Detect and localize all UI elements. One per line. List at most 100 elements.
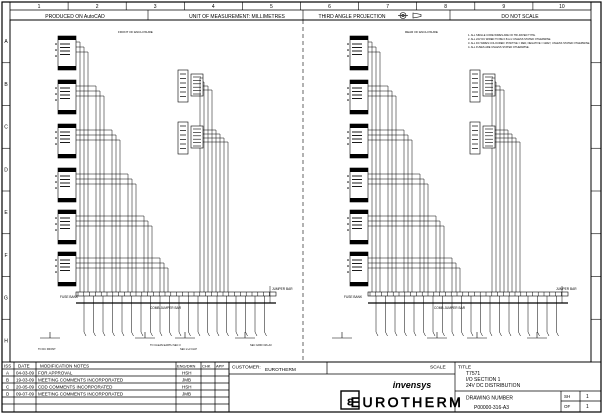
row-marker: B (4, 82, 8, 88)
column-marker: 3 (154, 4, 157, 10)
title-line-2: I/O SECTION 1 (466, 377, 501, 383)
rev-date: 09-07-09 (16, 392, 35, 397)
svg-text:ε: ε (347, 394, 353, 409)
rev-iss: D (6, 392, 10, 397)
psu-module (55, 79, 77, 115)
comb-jumper-label-left: COMB JUMPER BAR (150, 306, 182, 310)
rev-eng: JMB (182, 392, 191, 397)
note-2: 2. ALL 24V DC WIRED TO BE 0.5mm² UNLESS … (468, 37, 551, 41)
produced-label: PRODUCED ON AutoCAD (45, 14, 105, 20)
rev-notes: MEETING COMMENTS INCORPORATED (38, 392, 124, 397)
logo-text: EUROTHERM (351, 394, 464, 410)
distribution-block (177, 69, 204, 103)
title-line-3: 24V DC DISTRIBUTION (466, 383, 521, 389)
row-marker: D (4, 167, 8, 173)
title-label: TITLE (458, 365, 471, 371)
drawing-number: P00000-316-A3 (474, 405, 509, 411)
psu-module (55, 209, 77, 245)
bottom-label-2: TO CLEAN EARTH SEC 3 (150, 343, 181, 347)
note-3: 3. ALL DC WIRES COLOURED: POSITIVE = RED… (468, 41, 590, 45)
psu-module (347, 209, 369, 245)
of-number: 1 (586, 404, 589, 410)
column-marker: 8 (444, 4, 447, 10)
right-distribution-diagram (332, 35, 569, 339)
rev-iss: B (6, 378, 9, 383)
rev-date: 04-03-09 (16, 371, 35, 376)
title-block (1, 361, 602, 413)
fuse-bank (75, 291, 277, 297)
psu-module (347, 35, 369, 71)
note-4: 4. ALL FUSES ARE UNLESS STATED OTHERWISE… (468, 45, 530, 49)
customer-label: CUSTOMER: (232, 365, 261, 371)
drawing-number-label: DRAWING NUMBER (466, 396, 513, 402)
bottom-label-3: SEC 2+3 CLIP (180, 347, 197, 351)
left-distribution-diagram (40, 35, 277, 339)
row-marker: C (4, 125, 8, 131)
psu-module (347, 251, 369, 287)
rev-header-iss: ISS (4, 364, 11, 369)
rev-header-notes: MODIFICATION NOTES (40, 364, 89, 369)
svg-text:°: ° (358, 392, 360, 397)
front-view-label: FRONT OF ENCLOSURE (118, 30, 153, 34)
psu-module (55, 167, 77, 203)
rev-eng: HSH (182, 371, 192, 376)
psu-module (347, 167, 369, 203)
sheet-number: 1 (586, 394, 589, 400)
rev-header-date: DATE (18, 364, 30, 369)
jumper-bar-label-left: JUMPER BAR (272, 287, 293, 291)
bottom-label-1: TO DC FRONT (38, 347, 56, 351)
rev-notes: FOR APPROVAL (38, 371, 73, 376)
title-line-1: T7571 (466, 371, 480, 377)
rev-header-app: APP (216, 364, 224, 369)
rev-eng: HSH (182, 385, 192, 390)
rev-date: 19-03-09 (16, 378, 35, 383)
row-marker: A (4, 39, 8, 45)
psu-module (347, 79, 369, 115)
psu-module (347, 123, 369, 159)
column-marker: 10 (559, 4, 565, 10)
rear-view-label: REAR OF ENCLOSURE (405, 30, 438, 34)
column-marker: 9 (502, 4, 505, 10)
comb-jumper-label-right: COMB JUMPER BAR (434, 306, 466, 310)
row-marker: G (4, 296, 8, 302)
fuse-bank-label-left: FUSE BANK (60, 295, 79, 299)
column-marker: 7 (386, 4, 389, 10)
fuse-bank (367, 291, 569, 297)
rev-header-chk: CHK (202, 364, 211, 369)
rev-iss: C (6, 385, 10, 390)
fuse-bank-label-right: FUSE BANK (344, 295, 363, 299)
rev-notes: MEETING COMMENTS INCORPORATED (38, 378, 124, 383)
column-marker: 1 (38, 4, 41, 10)
note-1: 1. ALL SINGLE CORE WIRES ARE OF TRI-RATE… (468, 33, 536, 37)
rev-iss: A (6, 371, 9, 376)
rev-header-eng: ENG/DRN (177, 364, 196, 369)
column-marker: 6 (328, 4, 331, 10)
column-marker: 5 (270, 4, 273, 10)
distribution-block (469, 69, 496, 103)
column-marker: 4 (212, 4, 215, 10)
psu-module (55, 35, 77, 71)
distribution-block (177, 121, 204, 155)
bottom-label-4: SEC GRID 316-A3 (250, 343, 272, 347)
row-marker: E (4, 210, 8, 216)
projection-icon (398, 12, 422, 19)
units-label: UNIT OF MEASUREMENT: MILLIMETRES (189, 14, 285, 20)
column-marker: 2 (96, 4, 99, 10)
do-not-scale-label: DO NOT SCALE (501, 14, 539, 20)
sheet-label: SH (564, 394, 570, 399)
row-marker: H (4, 338, 8, 344)
notes-block: 1. ALL SINGLE CORE WIRES ARE OF TRI-RATE… (468, 33, 590, 49)
customer-name: EUROTHERM (265, 367, 296, 373)
rev-notes: CDD COMMENTS INCORPORATED (38, 385, 113, 390)
row-marker: F (4, 253, 7, 259)
distribution-block (469, 121, 496, 155)
psu-module (55, 123, 77, 159)
projection-label: THIRD ANGLE PROJECTION (319, 14, 386, 20)
scale-label: SCALE (430, 365, 446, 371)
jumper-bar-label-right: JUMPER BAR (556, 287, 577, 291)
psu-module (55, 251, 77, 287)
rev-eng: JMB (182, 378, 191, 383)
of-label: OF (564, 404, 571, 409)
